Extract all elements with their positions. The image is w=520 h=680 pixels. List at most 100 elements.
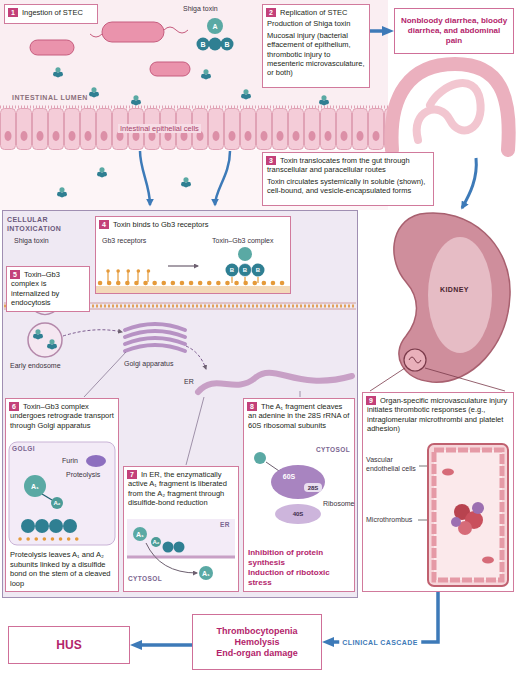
label-anchor: Vascular endothelial cells <box>366 456 420 473</box>
toxin-particles <box>131 95 141 105</box>
box-text: Inhibition of protein synthesis <box>248 548 350 568</box>
kidney-illustration <box>409 357 421 363</box>
toxin-particles <box>97 167 107 177</box>
toxin-particles <box>319 95 329 105</box>
er-inset <box>127 519 235 580</box>
toxin-particles <box>53 67 63 77</box>
text-holder: Proteolysis leaves A₁ and A₂ subunits li… <box>10 550 114 588</box>
translocation-arrow <box>462 158 476 208</box>
label-anchor: GOLGI <box>12 445 35 453</box>
ribosome-inset <box>304 483 322 492</box>
part-label: Toxin–Gb3 complex <box>212 237 273 246</box>
er-inset <box>151 537 161 547</box>
toxin-particles <box>89 87 99 97</box>
bacterium <box>150 62 190 76</box>
golgi-inset <box>20 537 82 541</box>
golgi-inset <box>49 519 63 533</box>
label-anchor: Shiga toxin <box>14 237 49 246</box>
part-label: 40S <box>293 511 304 517</box>
text-holder: 9 <box>366 396 376 405</box>
er-inset <box>127 519 235 557</box>
text-holder: Toxin–Gb3 complex is internalized by end… <box>11 270 85 308</box>
intestine-illustration <box>417 83 481 140</box>
bacterium <box>30 40 74 55</box>
part-label: Shiga toxin <box>183 5 218 14</box>
bacterium <box>90 34 102 37</box>
text-holder: Toxin circulates systemically in soluble… <box>267 175 429 196</box>
label-anchor: B <box>243 267 247 273</box>
ribosome-inset <box>254 452 325 524</box>
ribosome-inset <box>271 465 325 499</box>
golgi-inset <box>86 455 106 467</box>
callout-number: 1 <box>8 8 18 17</box>
box-ground <box>5 398 119 592</box>
label-anchor: Microthrombus <box>366 516 412 525</box>
gb3-binding-inset <box>239 264 252 277</box>
text-holder: End-organ damage <box>197 648 317 659</box>
text-holder: Toxin–Gb3 complex undergoes retrograde t… <box>10 402 114 430</box>
text-holder: Production of Shiga toxin <box>267 17 365 28</box>
label-anchor: ER <box>220 521 230 529</box>
part-label: A₁ <box>202 570 210 577</box>
part-label: Golgi apparatus <box>124 360 173 369</box>
outcome-box: Nonbloody diarrhea, bloody diarrhea, and… <box>394 8 514 54</box>
epithelium <box>0 107 388 150</box>
label-anchor: A₁ <box>202 570 210 577</box>
part-label: Furin <box>62 457 78 466</box>
text-holder: 5 <box>10 270 20 279</box>
kidney-illustration <box>394 213 510 382</box>
text-holder: In ER, the enzymatically active A₁ fragm… <box>128 470 234 508</box>
toxin-particles <box>201 69 211 79</box>
box-text: Mucosal injury (bacterial effacement of … <box>267 31 365 78</box>
shiga-toxin-icon <box>221 38 234 51</box>
text-holder: 1 <box>8 8 18 17</box>
golgi-inset <box>21 519 35 533</box>
golgi-inset <box>63 519 77 533</box>
vessel-inset <box>472 502 484 514</box>
er-inset <box>199 566 213 580</box>
outcome-box: ThrombocytopeniaHemolysisEnd-organ damag… <box>192 614 322 670</box>
box-text: Toxin binds to Gb3 receptors <box>100 220 286 229</box>
retrograde-arrow <box>63 330 206 369</box>
part-label: Early endosome <box>10 362 61 371</box>
part-label: ER <box>184 378 194 387</box>
callout-number: 4 <box>99 220 109 229</box>
gb3-binding-inset <box>238 247 252 261</box>
label-anchor: B <box>200 41 205 48</box>
gb3-binding-inset <box>96 247 290 293</box>
label-anchor: Gb3 receptors <box>102 237 146 246</box>
flow-arrow <box>334 592 438 642</box>
gb3-binding-inset <box>226 264 239 277</box>
part-label: B <box>224 41 229 48</box>
part-label: GOLGI <box>12 445 35 453</box>
text-holder: Inhibition of protein synthesis <box>248 548 350 568</box>
text-holder: Ingestion of STEC <box>9 8 93 17</box>
epithelium <box>0 106 388 109</box>
panel-ground <box>2 210 358 598</box>
callout-number: 6 <box>9 402 19 411</box>
box-ground <box>5 216 514 592</box>
er-inset <box>174 542 185 553</box>
label-anchor: A₂ <box>54 500 61 506</box>
callout-number: 9 <box>366 396 376 405</box>
box-text: Toxin–Gb3 complex undergoes retrograde t… <box>10 402 114 430</box>
box-text: Toxin–Gb3 complex is internalized by end… <box>11 270 85 308</box>
box-text: Ingestion of STEC <box>9 8 93 17</box>
bacterium <box>164 27 188 33</box>
step-box: 4Toxin binds to Gb3 receptors <box>95 216 291 294</box>
part-label: ER <box>220 521 230 529</box>
part-label: B <box>230 267 234 273</box>
label-anchor: A₁ <box>136 531 144 538</box>
text-holder: 4 <box>99 220 109 229</box>
box-text: Replication of STEC <box>267 8 365 17</box>
shiga-toxin-icon <box>209 38 222 51</box>
text-holder: Toxin translocates from the gut through … <box>267 156 429 175</box>
box-ground <box>362 392 514 592</box>
label-anchor: A₂ <box>153 539 160 545</box>
label-anchor: KIDNEY <box>440 286 469 295</box>
part-label: KIDNEY <box>440 286 469 295</box>
part-label: A₁ <box>31 483 39 490</box>
label-anchor: Shiga toxin <box>183 5 218 14</box>
label-anchor: B <box>256 267 260 273</box>
label-anchor: Early endosome <box>10 362 61 371</box>
